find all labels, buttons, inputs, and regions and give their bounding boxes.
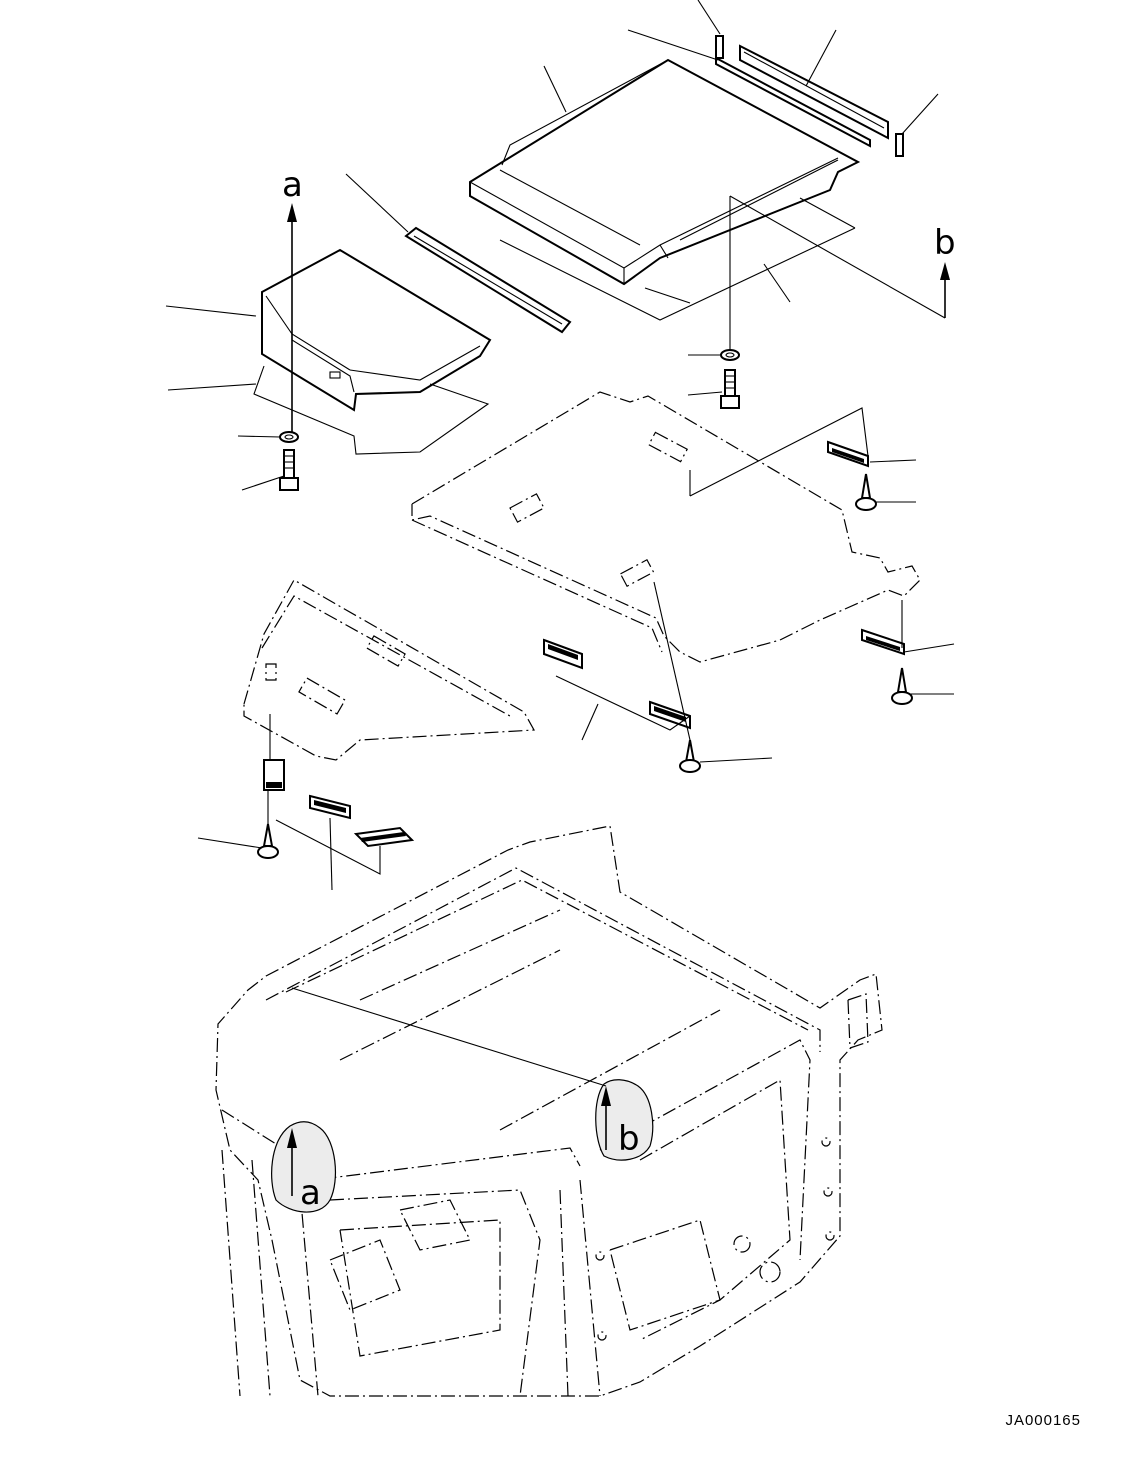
rivet-1 <box>855 473 877 511</box>
clip-left-right <box>353 826 415 848</box>
reference-arrow-a-top: a <box>282 165 303 436</box>
rivet-3 <box>679 739 701 773</box>
end-clip-left <box>715 35 724 59</box>
seal-strip-middle <box>404 226 572 334</box>
bolt-right <box>720 369 740 409</box>
reference-cloud-a: a <box>271 1121 337 1213</box>
washer-right <box>720 349 740 361</box>
seal-strip-long-upper <box>739 44 889 140</box>
upper-insulation-sheet <box>499 197 856 321</box>
side-liner-outline <box>243 579 535 761</box>
assembly-lines <box>267 407 903 875</box>
seal-strip-thin-upper <box>715 56 871 148</box>
clip-left-middle <box>309 794 351 820</box>
clip-top-right <box>827 440 869 468</box>
rivet-2 <box>891 667 913 705</box>
reference-arrow-b-top: b <box>729 195 956 319</box>
leader-lines <box>165 0 955 891</box>
reference-letter-b-top: b <box>934 223 956 263</box>
center-line-lower <box>291 987 607 1087</box>
cab-frame-outline <box>215 825 883 1397</box>
rivet-4 <box>257 823 279 859</box>
reference-letter-a-top: a <box>282 165 303 205</box>
reference-cloud-b: b <box>595 1079 654 1161</box>
upper-roof-liner-panel <box>469 58 861 286</box>
middle-liner-outline <box>411 391 921 663</box>
clip-right-lower <box>861 628 905 656</box>
clip-left-upper <box>263 759 285 791</box>
clip-center-upper <box>543 638 583 670</box>
front-insulation-sheet <box>253 365 490 455</box>
front-roof-liner-panel <box>261 248 492 412</box>
reference-letter-a-bottom: a <box>300 1173 321 1213</box>
washer-left <box>279 431 299 443</box>
reference-letter-b-bottom: b <box>618 1119 640 1159</box>
clip-center-lower <box>649 700 691 730</box>
drawing-code: JA000165 <box>1005 1412 1081 1429</box>
bolt-left <box>279 449 299 491</box>
end-clip-right <box>895 133 904 157</box>
